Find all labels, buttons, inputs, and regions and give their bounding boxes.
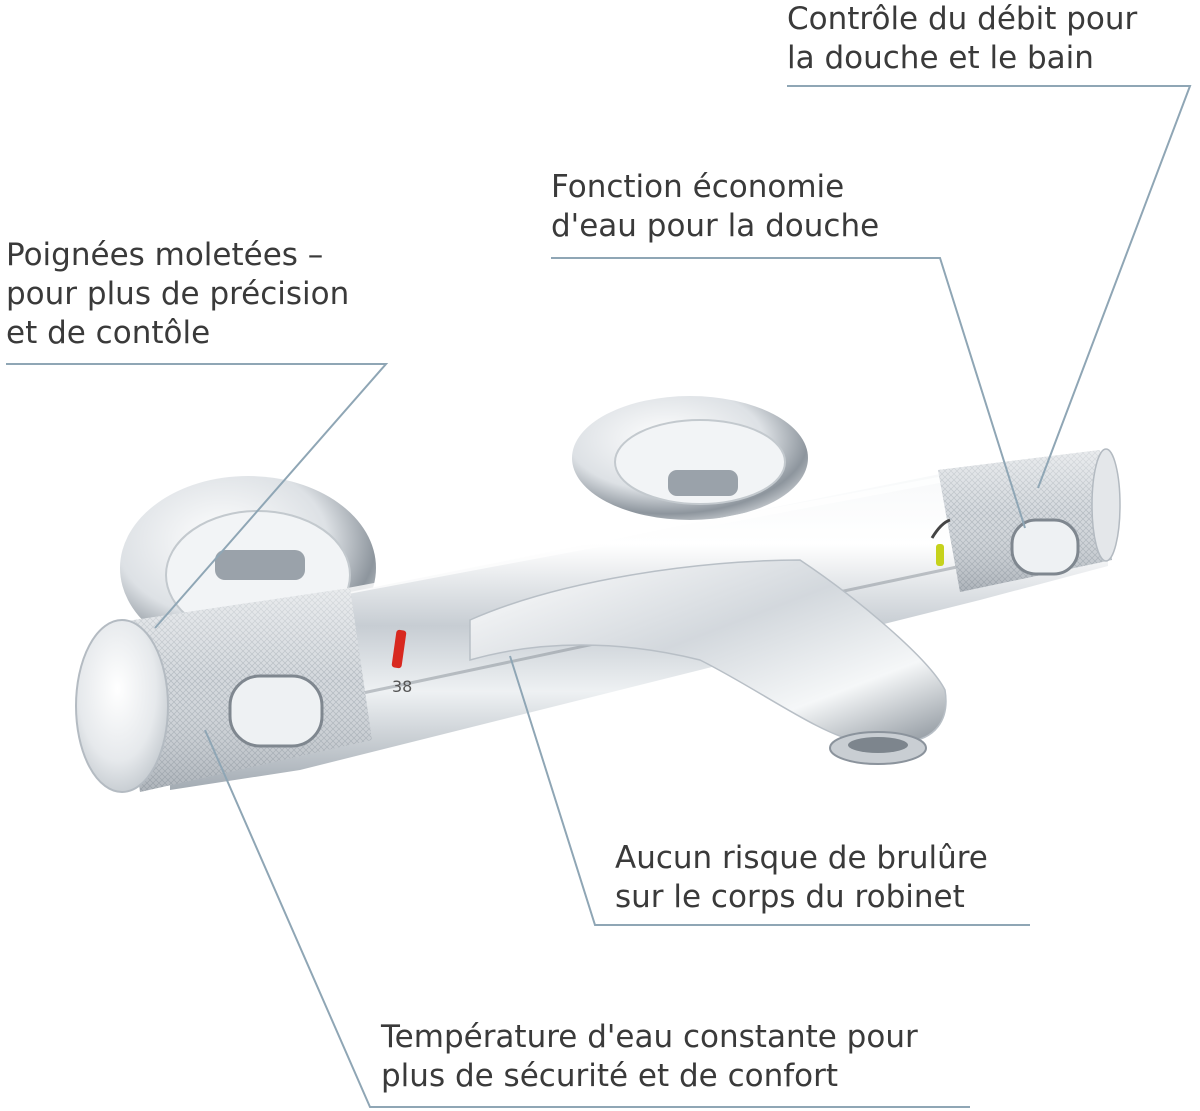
leader-constant-temp — [204, 729, 970, 1108]
callout-water-saving: Fonction économie d'eau pour la douche — [551, 168, 879, 246]
callout-knurled-handles-line1: Poignées moletées – — [6, 237, 324, 273]
callout-no-burn: Aucun risque de brulûre sur le corps du … — [615, 839, 988, 917]
callout-knurled-handles: Poignées moletées – pour plus de précisi… — [6, 236, 349, 353]
temperature-handle: 38 — [75, 588, 412, 793]
right-wall-escutcheon — [572, 396, 808, 520]
callout-constant-temperature: Température d'eau constante pour plus de… — [381, 1018, 918, 1096]
callout-water-saving-line1: Fonction économie — [551, 169, 845, 205]
callout-no-burn-line2: sur le corps du robinet — [615, 879, 965, 915]
callout-water-saving-line2: d'eau pour la douche — [551, 208, 880, 244]
callout-knurled-handles-line2: pour plus de précision — [6, 276, 350, 312]
callout-flow-control-line2: la douche et le bain — [787, 40, 1094, 76]
eco-marker — [936, 544, 944, 566]
temperature-marking: 38 — [392, 677, 412, 696]
callout-flow-control: Contrôle du débit pour la douche et le b… — [787, 0, 1137, 78]
leader-water-saving — [551, 257, 1026, 529]
leader-no-burn — [509, 655, 1030, 926]
bath-spout — [469, 559, 947, 765]
leader-flow-control — [787, 85, 1192, 489]
callout-constant-temperature-line1: Température d'eau constante pour — [381, 1019, 918, 1055]
callout-no-burn-line1: Aucun risque de brulûre — [615, 840, 988, 876]
leader-knurled-handles — [6, 363, 389, 629]
flow-control-handle — [930, 448, 1121, 592]
callout-flow-control-line1: Contrôle du débit pour — [787, 1, 1138, 37]
callout-knurled-handles-line3: et de contôle — [6, 315, 211, 351]
hot-marker — [391, 629, 407, 669]
callout-constant-temperature-line2: plus de sécurité et de confort — [381, 1058, 839, 1094]
leader-lines — [6, 85, 1192, 1108]
